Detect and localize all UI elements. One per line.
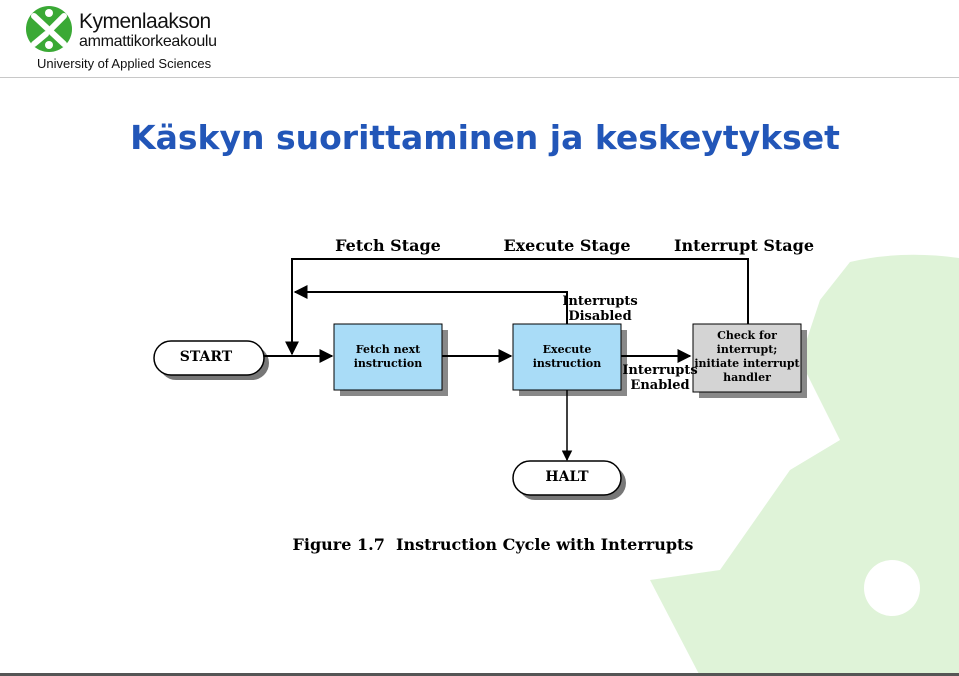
stage-label-fetch: Fetch Stage	[335, 236, 441, 255]
logo: Kymenlaakson ammattikorkeakoulu Universi…	[24, 4, 224, 74]
header-divider	[0, 77, 959, 78]
fetch-box	[333, 323, 443, 391]
start-label: START	[180, 349, 233, 365]
interrupt-box-line4: handler	[723, 371, 771, 384]
halt-terminal	[512, 460, 622, 496]
execute-box	[512, 323, 622, 391]
start-terminal	[153, 340, 265, 376]
stage-label-execute: Execute Stage	[503, 236, 630, 255]
interrupts-disabled-line	[293, 285, 568, 324]
logo-emblem-icon	[26, 6, 72, 52]
interrupt-return-line	[285, 258, 749, 356]
interrupts-enabled-line1: Interrupts	[622, 363, 697, 378]
slide-title: Käskyn suorittaminen ja keskeytykset	[130, 118, 840, 157]
background-circle	[864, 560, 920, 616]
fetch-box-line2: instruction	[354, 357, 423, 370]
stage-label-interrupt: Interrupt Stage	[674, 236, 814, 255]
interrupts-disabled-line2: Disabled	[568, 309, 631, 324]
interrupt-box-line1: Check for	[717, 329, 777, 342]
figure-caption: Figure 1.7 Instruction Cycle with Interr…	[293, 535, 694, 554]
interrupt-box-line2: interrupt;	[717, 343, 778, 356]
execute-box-line2: instruction	[533, 357, 602, 370]
interrupts-disabled-line1: Interrupts	[562, 294, 637, 309]
execute-box-line1: Execute	[543, 343, 592, 356]
logo-subname: ammattikorkeakoulu	[79, 33, 217, 50]
interrupts-enabled-line2: Enabled	[630, 378, 689, 393]
halt-label: HALT	[545, 469, 589, 485]
footer-divider	[0, 673, 959, 676]
fetch-box-line1: Fetch next	[356, 343, 421, 356]
logo-tagline: University of Applied Sciences	[37, 56, 212, 71]
interrupt-box-line3: initiate interrupt	[694, 357, 800, 370]
interrupt-box	[692, 323, 802, 393]
logo-name: Kymenlaakson	[79, 10, 211, 33]
